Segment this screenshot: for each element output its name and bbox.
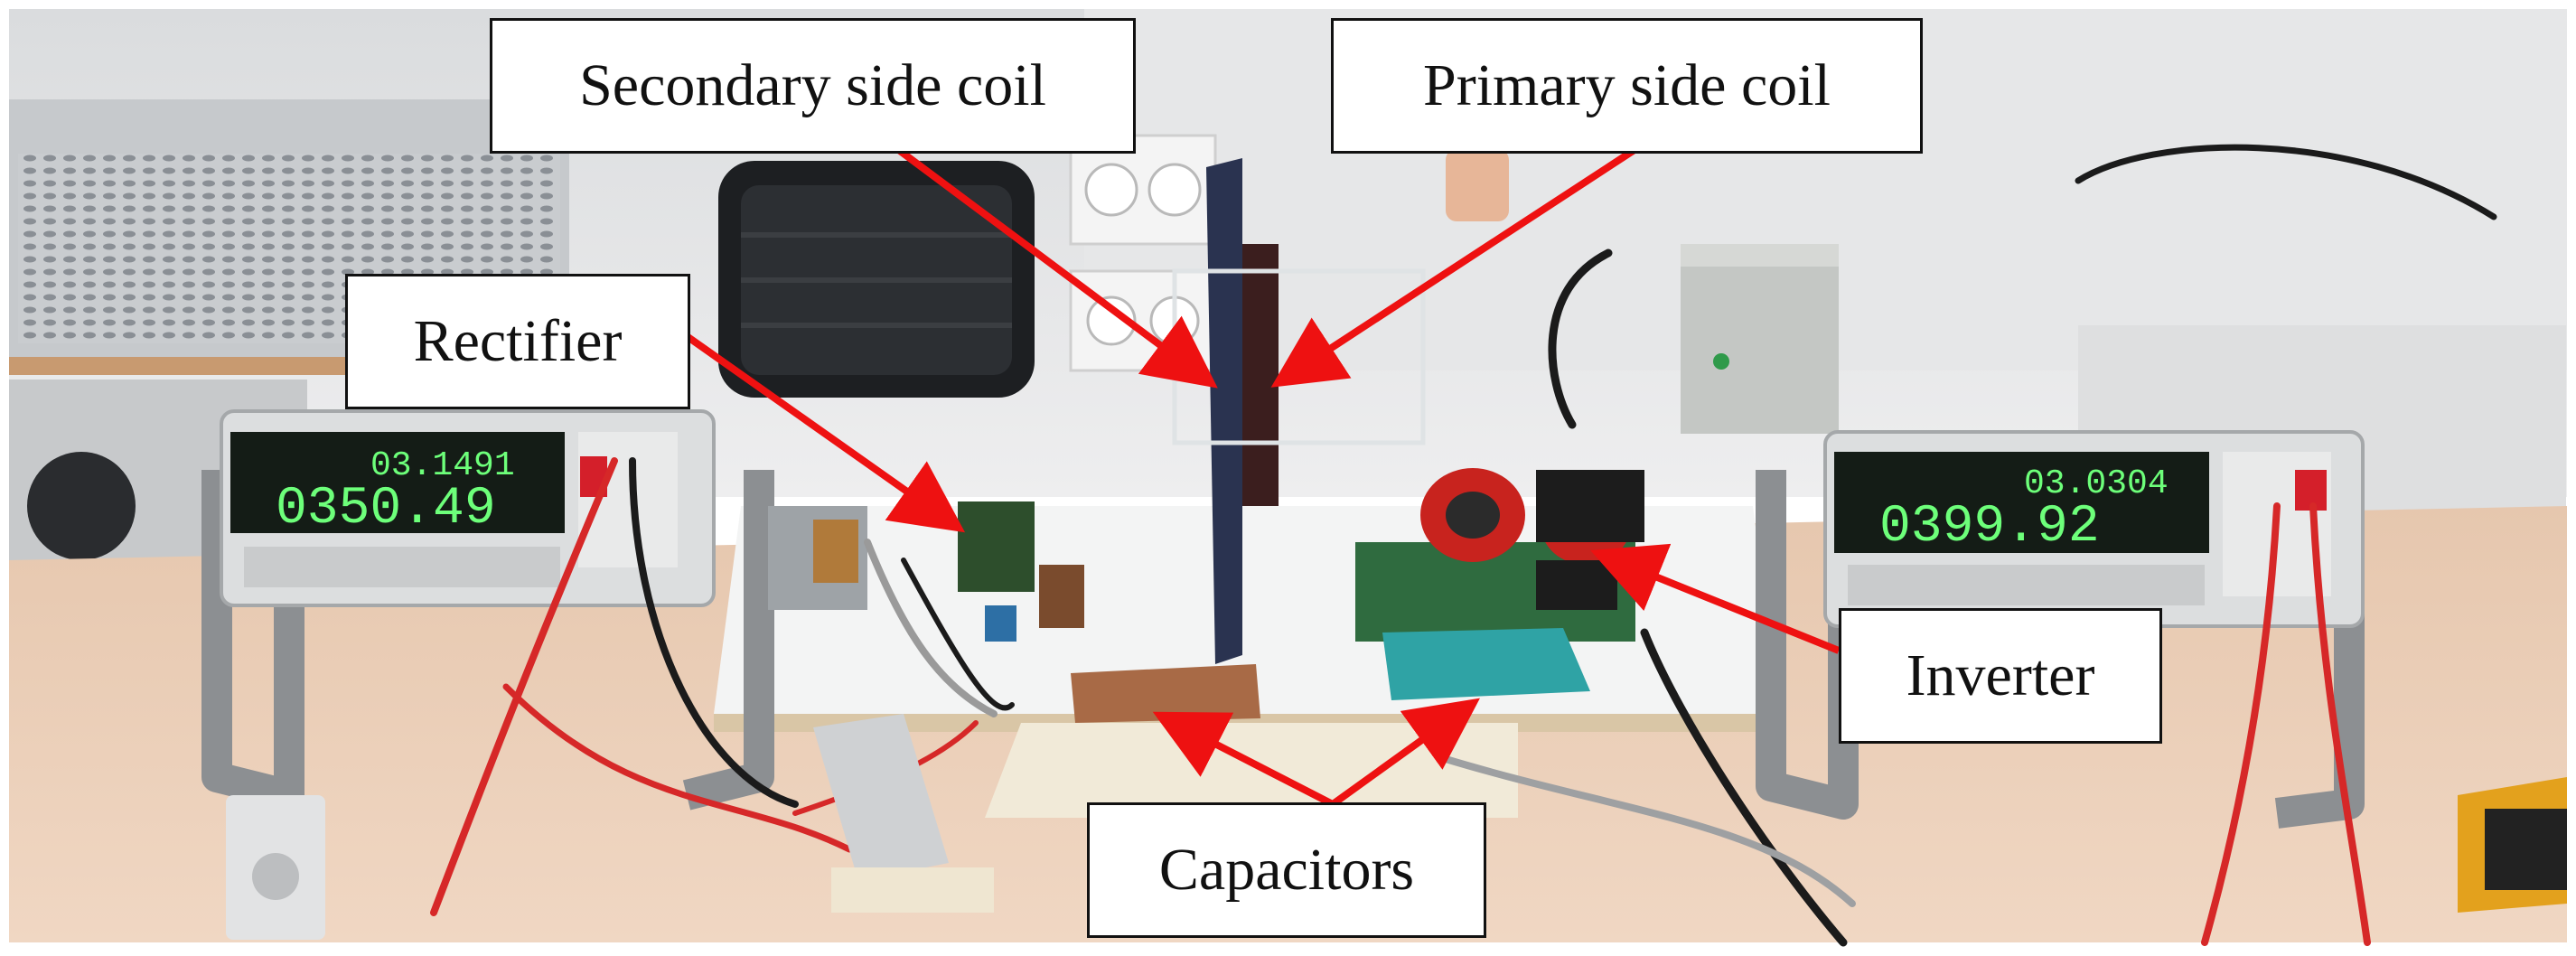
cables (430, 144, 2497, 947)
transformer (768, 506, 867, 610)
yellow-clamp-meter (2458, 777, 2567, 913)
right-meter-display: 03.0304 0399.92 (1879, 464, 2169, 557)
arrow-rectifier (684, 333, 966, 533)
right-meter-secondary-reading: 03.0304 (2024, 464, 2169, 503)
coil-assembly (1172, 158, 1426, 664)
secondary-coil-label: Secondary side coil (490, 18, 1136, 154)
black-fan (718, 161, 1035, 398)
power-supply-box (1681, 244, 1839, 434)
arrow-capacitors-left (1152, 711, 1335, 808)
primary-coil-label: Primary side coil (1331, 18, 1923, 154)
arrow-primary-coil (1270, 141, 1645, 388)
inverter-label: Inverter (1839, 608, 2162, 744)
left-meter-display: 03.1491 0350.49 (276, 446, 515, 539)
arrow-secondary-coil (883, 136, 1218, 389)
wood-block (985, 723, 1518, 818)
right-meter-primary-reading: 0399.92 (1879, 498, 2100, 557)
annotation-arrows (684, 136, 1841, 808)
capacitors-label: Capacitors (1087, 802, 1486, 938)
left-meter-primary-reading: 0350.49 (276, 480, 496, 539)
capacitor-bank-blue (1382, 628, 1590, 700)
arrow-capacitors-right (1330, 698, 1480, 808)
left-multimeter (201, 409, 774, 811)
rectifier-label: Rectifier (345, 274, 690, 409)
capacitor-bank-copper (1071, 664, 1260, 723)
rectifier-board (958, 501, 1084, 642)
arrow-inverter (1590, 543, 1841, 654)
left-meter-secondary-reading: 03.1491 (370, 446, 515, 485)
socket-strip (226, 795, 325, 940)
clamp-stand (813, 714, 994, 913)
